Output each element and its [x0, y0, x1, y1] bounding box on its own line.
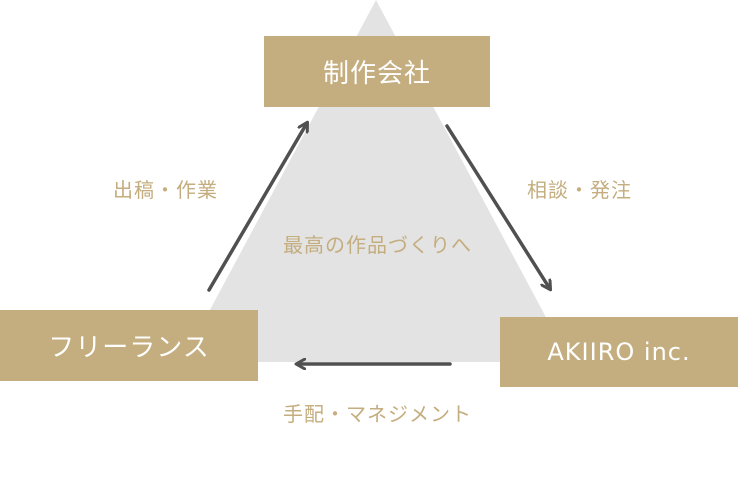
node-production-company-label: 制作会社 — [322, 59, 431, 89]
node-akiiro-label: AKIIRO inc. — [547, 338, 691, 366]
node-freelance: フリーランス — [0, 310, 258, 381]
background-triangle — [182, 0, 570, 362]
node-akiiro: AKIIRO inc. — [500, 317, 738, 387]
edge-label-akiiro-to-freelance: 手配・マネジメント — [283, 402, 472, 426]
arrow-freelance-to-company — [207, 123, 307, 292]
node-freelance-label: フリーランス — [48, 333, 210, 363]
edge-label-freelance-to-company: 出稿・作業 — [113, 178, 218, 202]
center-text: 最高の作品づくりへ — [283, 233, 472, 257]
arrow-company-to-akiiro — [445, 124, 550, 289]
edge-label-company-to-akiiro: 相談・発注 — [527, 178, 632, 202]
node-production-company: 制作会社 — [264, 36, 490, 107]
